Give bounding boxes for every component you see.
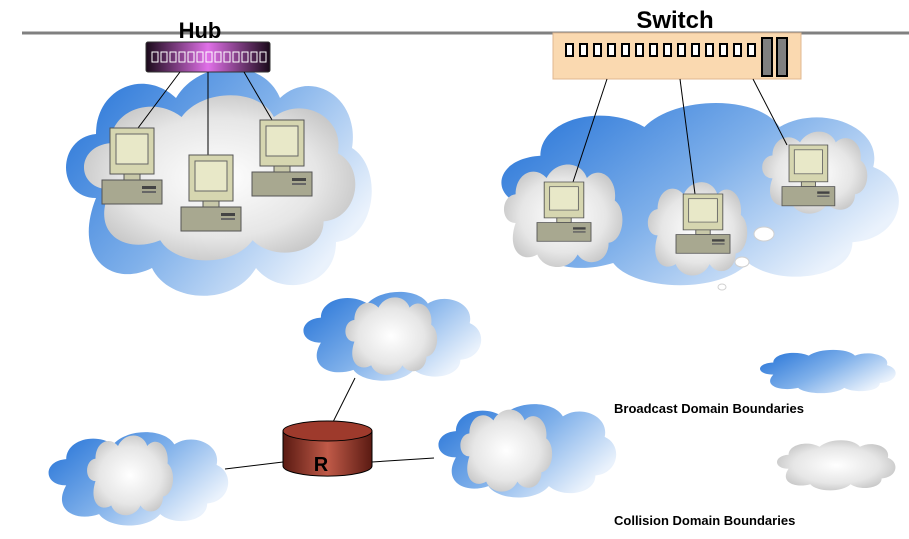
legend-broadcast-label: Broadcast Domain Boundaries <box>614 401 804 416</box>
computer-icon <box>101 127 163 205</box>
hub-icon <box>145 41 271 73</box>
switch-label: Switch <box>636 7 713 34</box>
hub-label: Hub <box>179 18 222 43</box>
computer-icon <box>536 181 592 242</box>
legend-collision-swatch <box>776 440 896 491</box>
router-top-collision-cloud <box>345 297 438 375</box>
computer-icon <box>781 144 836 207</box>
router-left-collision-cloud <box>87 435 174 516</box>
switch-icon <box>552 32 802 80</box>
router-right-collision-cloud <box>460 409 553 492</box>
legend-broadcast-swatch <box>759 349 896 394</box>
computer-icon <box>675 193 731 254</box>
router-label: R <box>314 454 329 476</box>
router-icon <box>282 420 373 477</box>
computer-icon <box>251 119 313 197</box>
computer-icon <box>180 154 242 232</box>
legend-collision-label: Collision Domain Boundaries <box>614 513 796 528</box>
